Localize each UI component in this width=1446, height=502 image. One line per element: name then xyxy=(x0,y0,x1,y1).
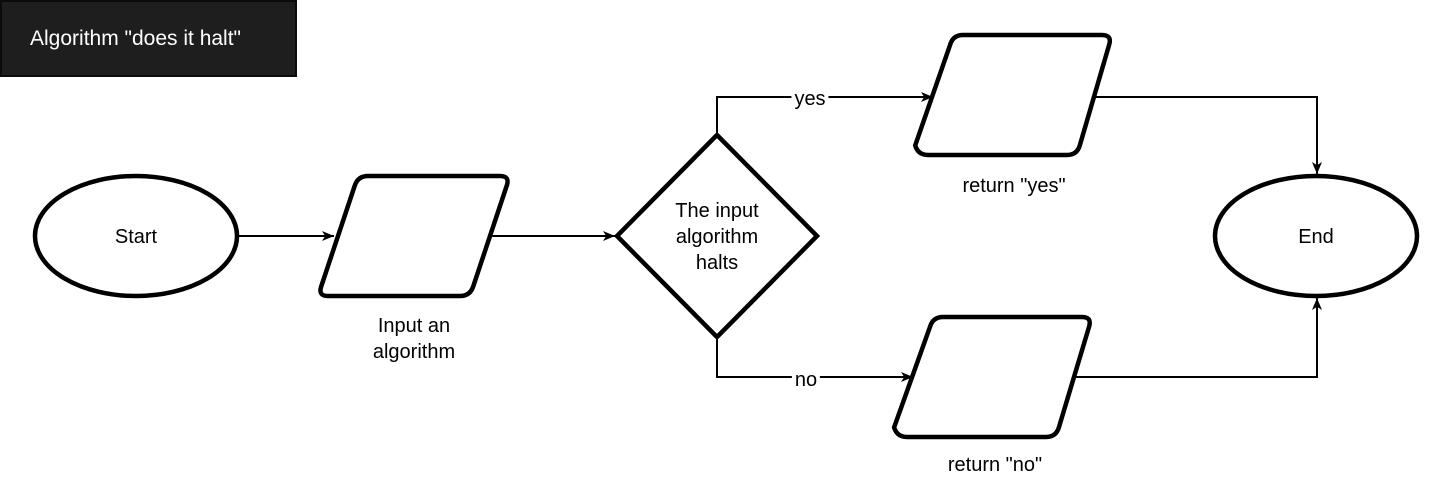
end-node xyxy=(1212,173,1420,299)
halts-decision-node xyxy=(613,131,821,341)
edge-decision-no-to-return-no xyxy=(716,337,913,382)
diagram-title-box: Algorithm "does it halt" xyxy=(0,0,297,77)
return-yes-node-label: return "yes" xyxy=(962,175,1066,197)
input-algorithm-node-label: Input an algorithm xyxy=(372,315,456,363)
edge-return-no-to-end xyxy=(1074,298,1322,378)
diagram-title: Algorithm "does it halt" xyxy=(30,26,242,50)
input-algorithm-node xyxy=(318,173,510,299)
edge-label-yes: yes xyxy=(791,88,829,110)
edge-decision-yes-to-return-yes xyxy=(716,92,933,135)
end-node-label: End xyxy=(1298,226,1334,248)
return-no-node-label: return "no" xyxy=(947,454,1043,476)
start-node-label: Start xyxy=(114,226,158,248)
edge-return-yes-to-end xyxy=(1094,96,1322,174)
start-node xyxy=(32,173,240,299)
return-no-node xyxy=(891,314,1092,440)
return-yes-node xyxy=(912,32,1113,158)
halts-decision-node-label: The input algorithm halts xyxy=(675,200,759,274)
edge-label-no: no xyxy=(791,369,821,391)
